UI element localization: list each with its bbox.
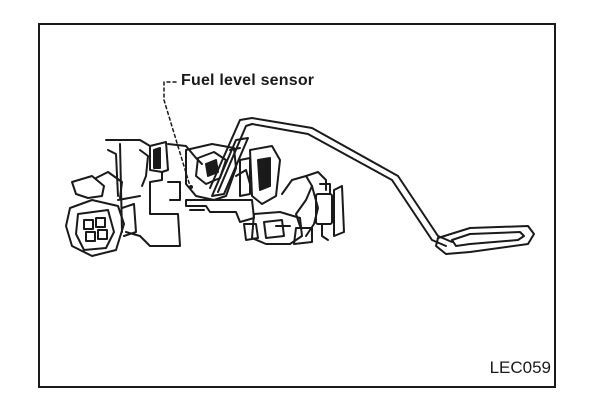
float-arm (209, 117, 453, 247)
callout-leader-line (163, 81, 193, 189)
figure-frame (38, 23, 556, 388)
float (435, 225, 535, 255)
sensor-plate (185, 143, 255, 223)
pump-assembly (235, 145, 345, 245)
figure-code: LEC059 (489, 358, 551, 377)
electrical-connector (65, 171, 141, 257)
fuel-level-sensor-label: Fuel level sensor (181, 72, 315, 89)
mounting-bracket (105, 139, 203, 247)
